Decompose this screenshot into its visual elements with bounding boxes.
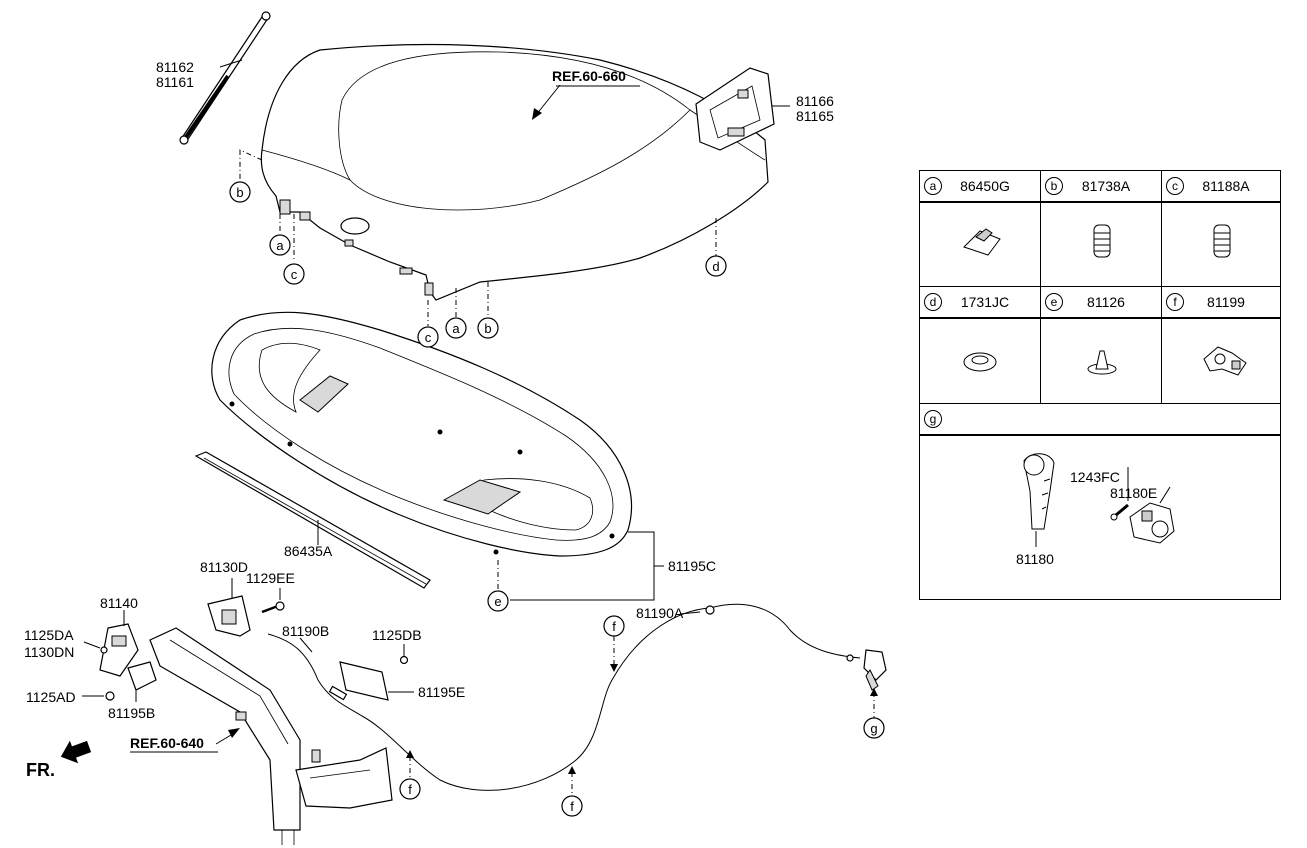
- legend-letter-c: c: [1166, 177, 1184, 195]
- legend-g-screw-label: 1243FC: [1070, 469, 1120, 485]
- svg-text:a: a: [452, 321, 460, 336]
- legend-letter-b: b: [1045, 177, 1063, 195]
- legend-letter-f: f: [1166, 293, 1184, 311]
- release-cable-81190A: [705, 603, 861, 662]
- bumper-stopper-icon: [1093, 224, 1111, 258]
- svg-text:f: f: [408, 782, 412, 797]
- label-81195C: 81195C: [668, 558, 716, 574]
- legend-cell-f: f 81199: [1162, 287, 1280, 318]
- hood-lift-strut: [179, 11, 271, 145]
- svg-text:b: b: [236, 185, 243, 200]
- callout-b-2: b: [477, 317, 499, 339]
- label-81190B: 81190B: [282, 623, 329, 639]
- legend-cell-g: g: [920, 404, 1280, 435]
- label-81140: 81140: [100, 595, 138, 611]
- hood-lock-striker: [99, 623, 139, 677]
- legend-cell-e: e 81126: [1041, 287, 1161, 318]
- label-81190A: 81190A: [636, 605, 684, 621]
- legend-g-handle-label: 81180: [1016, 551, 1054, 567]
- legend-letter-g: g: [924, 410, 942, 428]
- bumper-stopper-icon: [1213, 224, 1231, 258]
- ref-hood: REF.60-660: [552, 68, 626, 84]
- legend-g-bracket-label: 81180E: [1110, 485, 1158, 501]
- label-81162: 81162: [156, 59, 194, 75]
- hood-release-lever-assembly: [1023, 453, 1175, 547]
- svg-text:e: e: [494, 594, 501, 609]
- hood-hinge-bracket: [695, 67, 775, 151]
- grommet-icon: [963, 352, 997, 372]
- ref-carrier: REF.60-640: [130, 735, 204, 751]
- label-81130D: 81130D: [200, 559, 248, 575]
- callout-a-1: a: [269, 234, 291, 256]
- svg-text:f: f: [570, 799, 574, 814]
- bolt-1129EE: [261, 601, 285, 614]
- striker-bracket: [127, 661, 157, 691]
- legend-cell-c: c 81188A: [1162, 171, 1280, 202]
- legend-cell-d: d 1731JC: [920, 287, 1040, 318]
- svg-text:d: d: [712, 259, 719, 274]
- legend-letter-d: d: [924, 293, 942, 311]
- callout-f-2: f: [399, 778, 421, 800]
- callout-f-1: f: [603, 615, 625, 637]
- svg-text:g: g: [870, 721, 877, 736]
- hood-release-handle: [863, 649, 887, 691]
- label-1125DB: 1125DB: [372, 627, 422, 643]
- legend-code-e: 81126: [1087, 294, 1125, 310]
- label-81161: 81161: [156, 74, 194, 90]
- legend-cell-b: b 81738A: [1041, 171, 1161, 202]
- legend-code-d: 1731JC: [960, 294, 1010, 310]
- hood-latch: [207, 595, 251, 637]
- svg-text:c: c: [291, 267, 298, 282]
- label-1129EE: 1129EE: [246, 570, 295, 586]
- legend-code-f: 81199: [1207, 294, 1245, 310]
- label-81195B: 81195B: [108, 705, 155, 721]
- label-1125DA: 1125DA: [24, 627, 74, 643]
- svg-text:a: a: [276, 238, 284, 253]
- legend-code-c: 81188A: [1202, 178, 1250, 194]
- label-81195E: 81195E: [418, 684, 465, 700]
- hood-insulator-pad: [211, 311, 632, 557]
- label-1125AD: 1125AD: [26, 689, 76, 705]
- legend-cell-a: a 86450G: [920, 171, 1040, 202]
- label-81166: 81166: [796, 93, 834, 109]
- label-81165: 81165: [796, 108, 834, 124]
- hood-weatherstrip: [194, 451, 431, 589]
- callout-a-2: a: [445, 317, 467, 339]
- parts-legend-table: a 86450G b 81738A c 81188A d 1731JC e 81…: [919, 170, 1281, 600]
- release-cable-81190B: [267, 607, 711, 791]
- legend-letter-a: a: [924, 177, 942, 195]
- front-end-carrier: [149, 627, 393, 845]
- callout-e: e: [487, 590, 509, 612]
- cable-clip-icon: [1203, 346, 1247, 376]
- front-direction-arrow-icon: [60, 740, 92, 764]
- cable-bracket-81195E: [339, 655, 409, 701]
- direction-label: FR.: [26, 760, 55, 780]
- callout-d: d: [705, 255, 727, 277]
- hood-stay-clip-icon: [963, 228, 1001, 256]
- push-clip-icon: [1087, 350, 1117, 375]
- hood-panel: [260, 43, 769, 301]
- label-86435A: 86435A: [284, 543, 333, 559]
- label-1130DN: 1130DN: [24, 644, 74, 660]
- svg-text:f: f: [612, 619, 616, 634]
- legend-code-a: 86450G: [960, 178, 1010, 194]
- callout-g: g: [863, 717, 885, 739]
- svg-text:b: b: [484, 321, 491, 336]
- legend-letter-e: e: [1045, 293, 1063, 311]
- callout-c-2: c: [417, 326, 439, 348]
- callout-b-1: b: [229, 181, 251, 203]
- legend-code-b: 81738A: [1081, 178, 1131, 194]
- svg-text:c: c: [425, 330, 432, 345]
- callout-f-3: f: [561, 795, 583, 817]
- callout-c-1: c: [283, 263, 305, 285]
